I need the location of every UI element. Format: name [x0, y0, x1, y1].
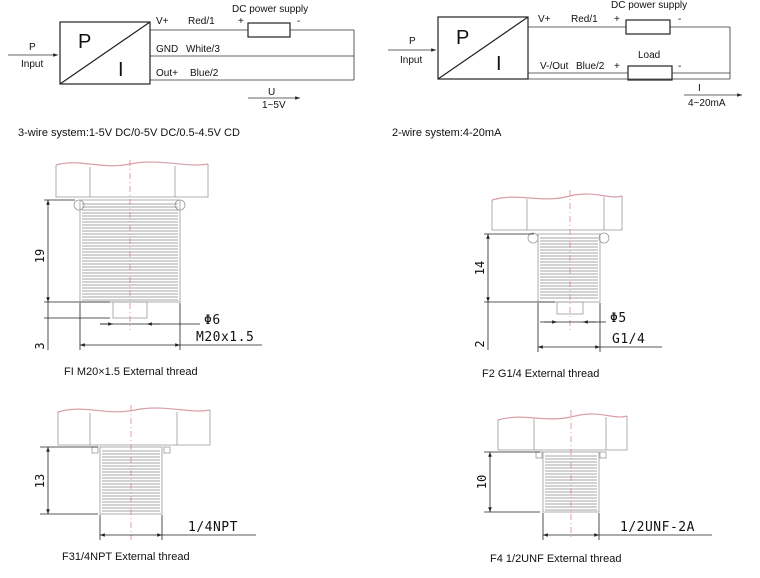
hex-body — [497, 416, 628, 451]
hex-top-break — [497, 413, 628, 421]
o-ring-left — [527, 232, 539, 244]
load-box — [627, 65, 673, 81]
diameter-value: Φ6 — [204, 313, 221, 328]
plus-sign: + — [238, 16, 244, 27]
chamfer-right — [163, 446, 171, 454]
transducer-diagonal-2 — [437, 16, 529, 80]
thread-value: M20x1.5 — [196, 330, 254, 345]
height-value: 19 — [33, 249, 47, 263]
tip-value: 2 — [473, 340, 487, 347]
o-ring-right — [598, 232, 610, 244]
white-wire-label: White/3 — [186, 44, 220, 55]
hex-top-break — [491, 193, 623, 201]
thread-f4-drawing: 10 1/2UNF-2A F4 1/2UNF External thread — [475, 410, 712, 565]
voltage-range: 1~5V — [262, 100, 286, 111]
i-label-2: I — [496, 53, 502, 75]
input-label: Input — [21, 59, 43, 70]
thread-f3-drawing: 13 1/4NPT F31/4NPT External thread — [33, 405, 256, 563]
hex-body — [57, 410, 211, 446]
plus-sign-2: + — [614, 14, 620, 25]
tip-value: 3 — [33, 342, 47, 349]
current-range: 4~20mA — [688, 98, 726, 109]
vplus-label: V+ — [156, 16, 169, 27]
i-out-label: I — [698, 83, 701, 94]
blue-wire-label: Blue/2 — [190, 68, 219, 79]
minus-sign: - — [297, 16, 300, 27]
f4-caption: F4 1/2UNF External thread — [490, 553, 621, 565]
load-plus-sign: + — [614, 61, 620, 72]
height-value: 14 — [473, 261, 487, 275]
load-label: Load — [638, 50, 660, 61]
transducer-box-2 — [437, 16, 529, 80]
input-p-label-2: P — [409, 36, 416, 47]
hex-body — [491, 196, 623, 231]
two-wire-diagram: P Input P I DC power supply + - V+ Red/1… — [388, 0, 742, 139]
thread-lines — [545, 455, 597, 511]
red-wire-label: Red/1 — [188, 16, 215, 27]
vplus-label-2: V+ — [538, 14, 551, 25]
hex-body — [55, 164, 209, 198]
power-supply-box-2 — [625, 19, 671, 35]
chamfer-left — [91, 446, 99, 454]
p-label: P — [78, 31, 91, 53]
gnd-label: GND — [156, 44, 178, 55]
three-wire-caption: 3-wire system:1-5V DC/0-5V DC/0.5-4.5V C… — [18, 127, 240, 139]
two-wire-caption: 2-wire system:4-20mA — [392, 127, 502, 139]
thread-value: G1/4 — [612, 332, 645, 347]
thread-f2-drawing: 14 2 Φ5 G1/4 F2 G1/4 External thread — [473, 190, 662, 380]
dc-power-supply-label-2: DC power supply — [611, 0, 687, 11]
hex-top-break — [57, 407, 211, 413]
height-value: 13 — [33, 474, 47, 488]
u-label: U — [268, 87, 275, 98]
f1-caption: FI M20×1.5 External thread — [64, 366, 198, 378]
diameter-value: Φ5 — [610, 311, 627, 326]
tip-port — [556, 301, 584, 315]
outplus-label: Out+ — [156, 68, 178, 79]
chamfer-right — [599, 451, 607, 459]
input-p-label: P — [29, 42, 36, 53]
hex-top-break — [55, 161, 209, 167]
dc-power-supply-label: DC power supply — [232, 4, 308, 15]
thread-lines — [540, 237, 598, 299]
thread-value: 1/2UNF-2A — [620, 520, 695, 535]
load-minus-sign: - — [678, 61, 681, 72]
vout-label: V-/Out — [540, 61, 569, 72]
thread-f1-drawing: 19 3 Φ6 M20x1.5 FI M20×1.5 External thre… — [33, 160, 262, 378]
transducer-diagonal — [59, 21, 151, 85]
blue-wire-label-2: Blue/2 — [576, 61, 605, 72]
transducer-box — [59, 21, 151, 85]
thread-value: 1/4NPT — [188, 520, 238, 535]
power-supply-box — [247, 22, 291, 38]
red-wire-label-2: Red/1 — [571, 14, 598, 25]
f3-caption: F31/4NPT External thread — [62, 551, 190, 563]
three-wire-diagram: P Input P I DC power supply + - V+ Red/1… — [8, 4, 355, 139]
height-value: 10 — [475, 475, 489, 489]
chamfer-left — [535, 451, 543, 459]
minus-sign-2: - — [678, 14, 681, 25]
o-ring-left — [73, 199, 85, 211]
input-label-2: Input — [400, 55, 422, 66]
f2-caption: F2 G1/4 External thread — [482, 368, 599, 380]
p-label-2: P — [456, 27, 469, 49]
i-label: I — [118, 59, 124, 81]
